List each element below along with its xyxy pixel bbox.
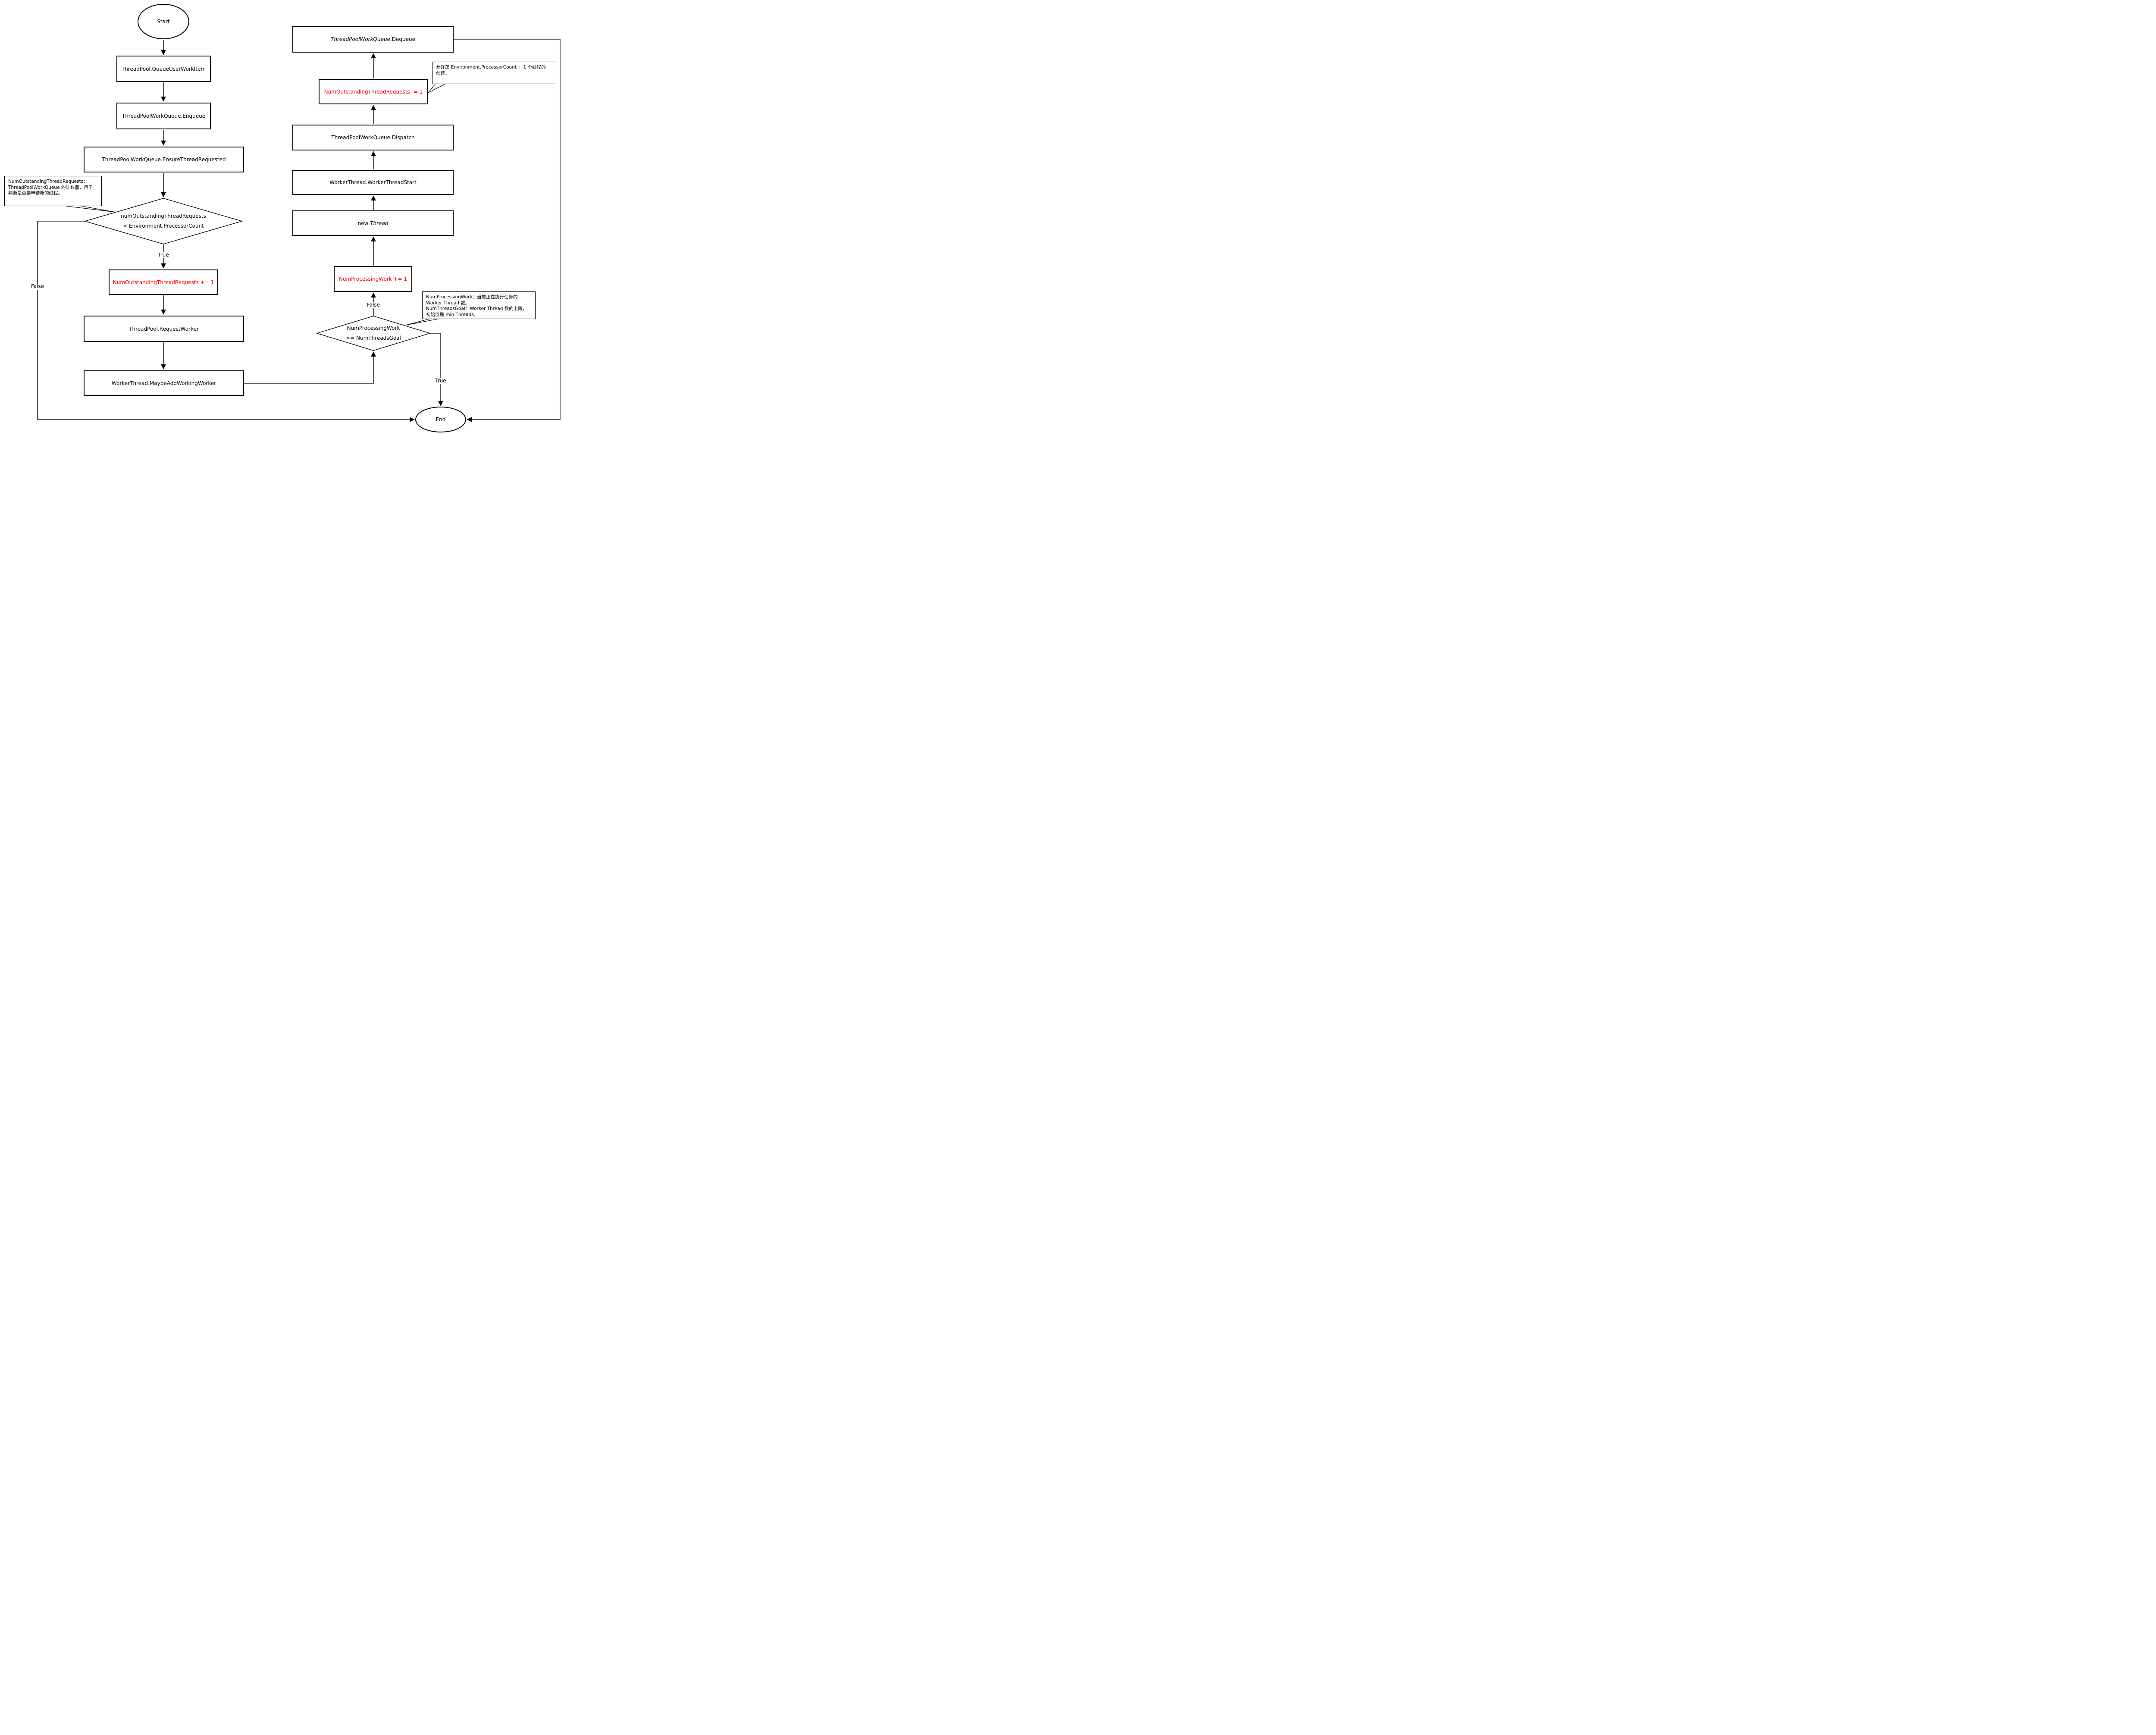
- edge-label-false-processing: False: [365, 302, 382, 308]
- node-new-thread-label: new Thread: [357, 220, 389, 226]
- node-request-worker-label: ThreadPool.RequestWorker: [129, 326, 199, 332]
- node-inc-outstanding: NumOutstandingThreadRequests += 1: [109, 269, 218, 295]
- node-queue-user-work-item-label: ThreadPool.QueueUserWorkItem: [121, 66, 206, 72]
- node-end: End: [415, 407, 466, 432]
- node-decision-processing-label: NumProcessingWork >= NumThreadsGoal: [346, 325, 401, 341]
- node-end-label: End: [436, 417, 446, 423]
- node-dispatch: ThreadPoolWorkQueue.Dispatch: [292, 125, 454, 150]
- node-dispatch-label: ThreadPoolWorkQueue.Dispatch: [331, 135, 415, 141]
- node-queue-user-work-item: ThreadPool.QueueUserWorkItem: [116, 56, 211, 82]
- node-start-label: Start: [157, 19, 170, 25]
- node-dec-outstanding-label: NumOutstandingThreadRequests -= 1: [324, 88, 423, 95]
- callout-allow-tail: [428, 83, 446, 93]
- callout-outstanding-tail: [63, 205, 116, 213]
- flowchart-canvas: Start ThreadPool.QueueUserWorkItem Threa…: [0, 0, 566, 434]
- node-ensure-thread-requested-label: ThreadPoolWorkQueue.EnsureThreadRequeste…: [102, 157, 226, 163]
- node-worker-thread-start: WorkerThread.WorkerThreadStart: [292, 170, 454, 195]
- edge-label-true-processing: True: [434, 378, 448, 384]
- node-dec-outstanding: NumOutstandingThreadRequests -= 1: [319, 79, 428, 104]
- node-enqueue-label: ThreadPoolWorkQueue.Enqueue: [122, 113, 206, 119]
- node-start: Start: [138, 4, 189, 39]
- node-inc-processing-label: NumProcessingWork += 1: [338, 276, 407, 282]
- node-ensure-thread-requested: ThreadPoolWorkQueue.EnsureThreadRequeste…: [84, 147, 244, 172]
- node-dequeue: ThreadPoolWorkQueue.Dequeue: [292, 26, 454, 53]
- edge-decision-true-to-end: [430, 333, 443, 406]
- node-new-thread: new Thread: [292, 210, 454, 236]
- callout-processing-tail: [405, 318, 440, 326]
- edge-dequeue-to-end: [454, 39, 561, 422]
- node-maybe-add-working-worker: WorkerThread.MaybeAddWorkingWorker: [84, 370, 244, 396]
- callout-processing-note: NumProcessingWork：当前正在执行任务的 Worker Threa…: [422, 291, 536, 319]
- node-inc-processing: NumProcessingWork += 1: [334, 266, 412, 292]
- callout-outstanding-note: NumOutstandingThreadRequests： ThreadPool…: [4, 176, 102, 206]
- callout-allow-note: 允许第 Environment.ProcessorCount + 1 个线程的 …: [432, 62, 556, 84]
- edge-label-true-outstanding: True: [157, 252, 170, 258]
- node-decision-outstanding-label: numOutstandingThreadRequests < Environme…: [121, 213, 206, 229]
- node-enqueue: ThreadPoolWorkQueue.Enqueue: [116, 103, 211, 129]
- node-maybe-add-working-worker-label: WorkerThread.MaybeAddWorkingWorker: [111, 380, 216, 386]
- node-worker-thread-start-label: WorkerThread.WorkerThreadStart: [329, 179, 417, 185]
- node-request-worker: ThreadPool.RequestWorker: [84, 316, 244, 342]
- node-inc-outstanding-label: NumOutstandingThreadRequests += 1: [113, 279, 214, 285]
- edge-maybe-add-to-decision: [244, 351, 376, 384]
- edge-label-false-outstanding: False: [29, 283, 46, 290]
- node-dequeue-label: ThreadPoolWorkQueue.Dequeue: [330, 36, 416, 42]
